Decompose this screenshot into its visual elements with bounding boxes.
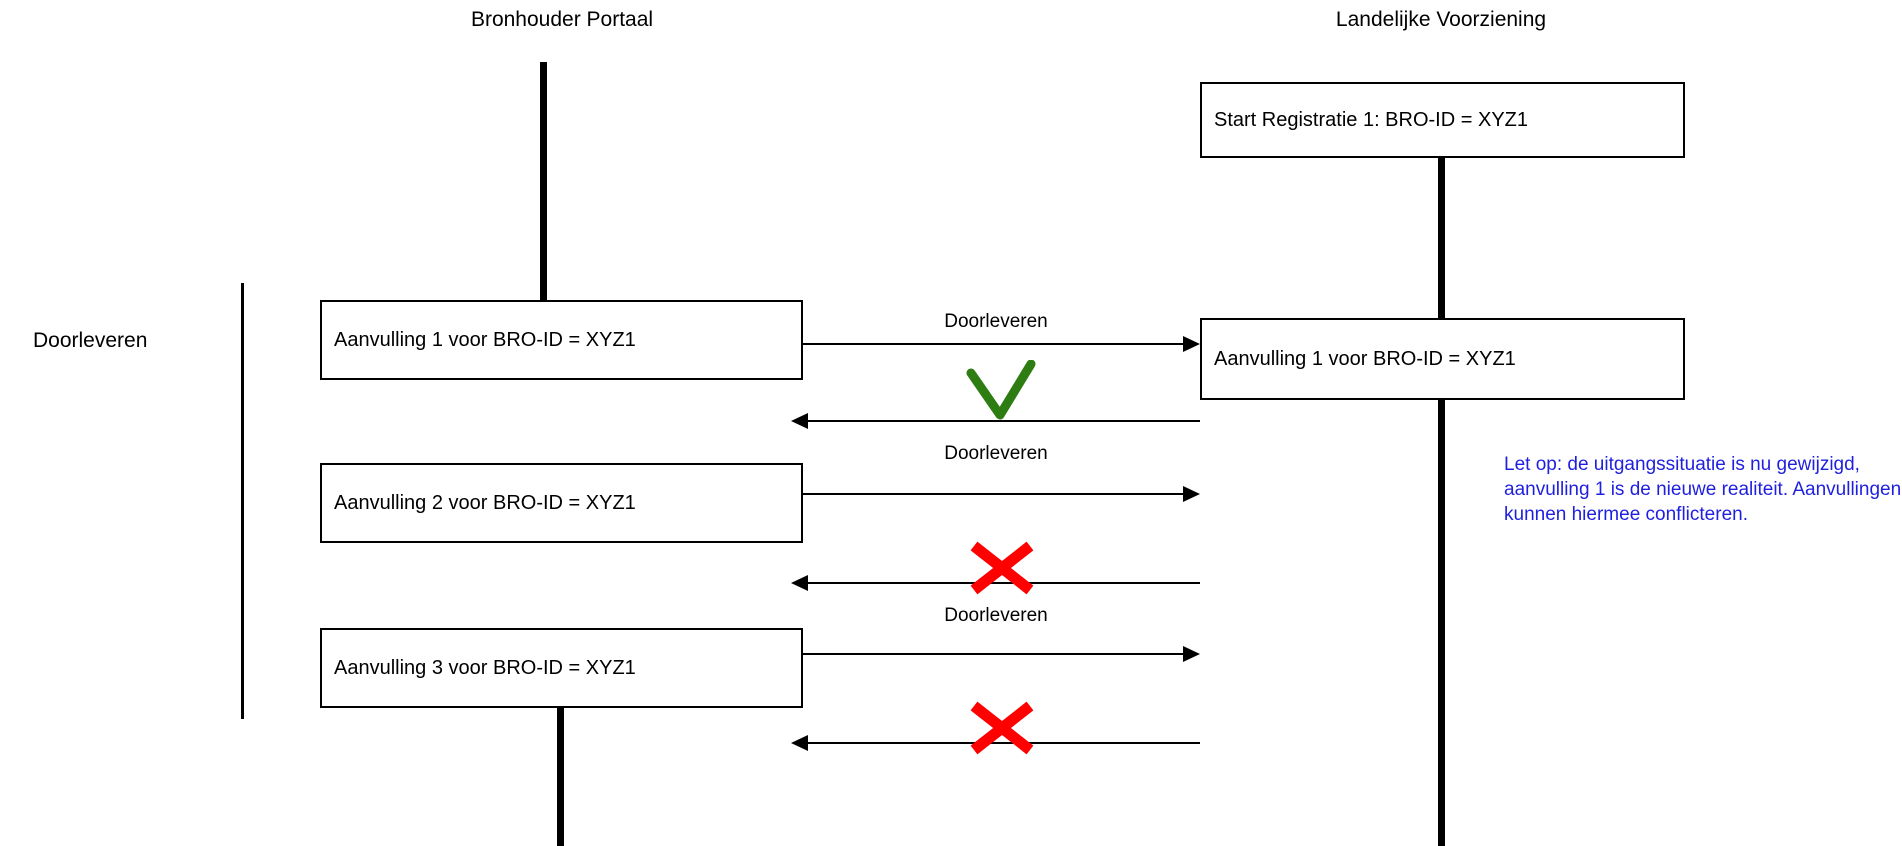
lifeline-landelijke-lower: [1438, 400, 1445, 846]
box-aanvulling-1-right[interactable]: Aanvulling 1 voor BRO-ID = XYZ1: [1200, 318, 1685, 400]
note-conflict-warning: Let op: de uitgangssituatie is nu gewijz…: [1504, 454, 1902, 525]
check-icon: [966, 360, 1036, 420]
box-aanvulling-1-left[interactable]: Aanvulling 1 voor BRO-ID = XYZ1: [320, 300, 803, 380]
cross-icon: [970, 541, 1034, 595]
message-1-label: Doorleveren: [944, 311, 1048, 332]
message-3-return-line: [808, 742, 1200, 744]
box-aanvulling-3-left[interactable]: Aanvulling 3 voor BRO-ID = XYZ1: [320, 628, 803, 708]
message-2-return-arrow-head: [791, 575, 808, 591]
message-3-return-arrow-head: [791, 735, 808, 751]
message-2-arrow-head: [1183, 486, 1200, 502]
message-3-arrow-head: [1183, 646, 1200, 662]
box-aanvulling-1-right-label: Aanvulling 1 voor BRO-ID = XYZ1: [1214, 348, 1516, 370]
lifeline-bronhouder-bottom: [557, 700, 564, 846]
message-1-arrow-line: [803, 343, 1183, 345]
participant-header-bronhouder: Bronhouder Portaal: [470, 8, 654, 31]
message-3-label: Doorleveren: [944, 605, 1048, 626]
lifeline-bronhouder-top: [540, 62, 547, 301]
box-aanvulling-1-left-label: Aanvulling 1 voor BRO-ID = XYZ1: [334, 329, 636, 351]
message-2-return-line: [808, 582, 1200, 584]
message-3-arrow-line: [803, 653, 1183, 655]
box-aanvulling-2-left[interactable]: Aanvulling 2 voor BRO-ID = XYZ1: [320, 463, 803, 543]
lifeline-landelijke-upper: [1438, 157, 1445, 319]
box-aanvulling-3-left-label: Aanvulling 3 voor BRO-ID = XYZ1: [334, 657, 636, 679]
message-1-arrow-head: [1183, 336, 1200, 352]
cross-icon: [970, 701, 1034, 755]
group-label-doorleveren: Doorleveren: [33, 329, 148, 352]
message-2-arrow-line: [803, 493, 1183, 495]
box-start-registratie[interactable]: Start Registratie 1: BRO-ID = XYZ1: [1200, 82, 1685, 158]
box-aanvulling-2-left-label: Aanvulling 2 voor BRO-ID = XYZ1: [334, 492, 636, 514]
participant-header-landelijke: Landelijke Voorziening: [1335, 8, 1547, 31]
message-1-return-line: [808, 420, 1200, 422]
box-start-registratie-label: Start Registratie 1: BRO-ID = XYZ1: [1214, 109, 1528, 131]
message-2-label: Doorleveren: [944, 443, 1048, 464]
message-1-return-arrow-head: [791, 413, 808, 429]
group-bracket-doorleveren: [241, 283, 244, 719]
